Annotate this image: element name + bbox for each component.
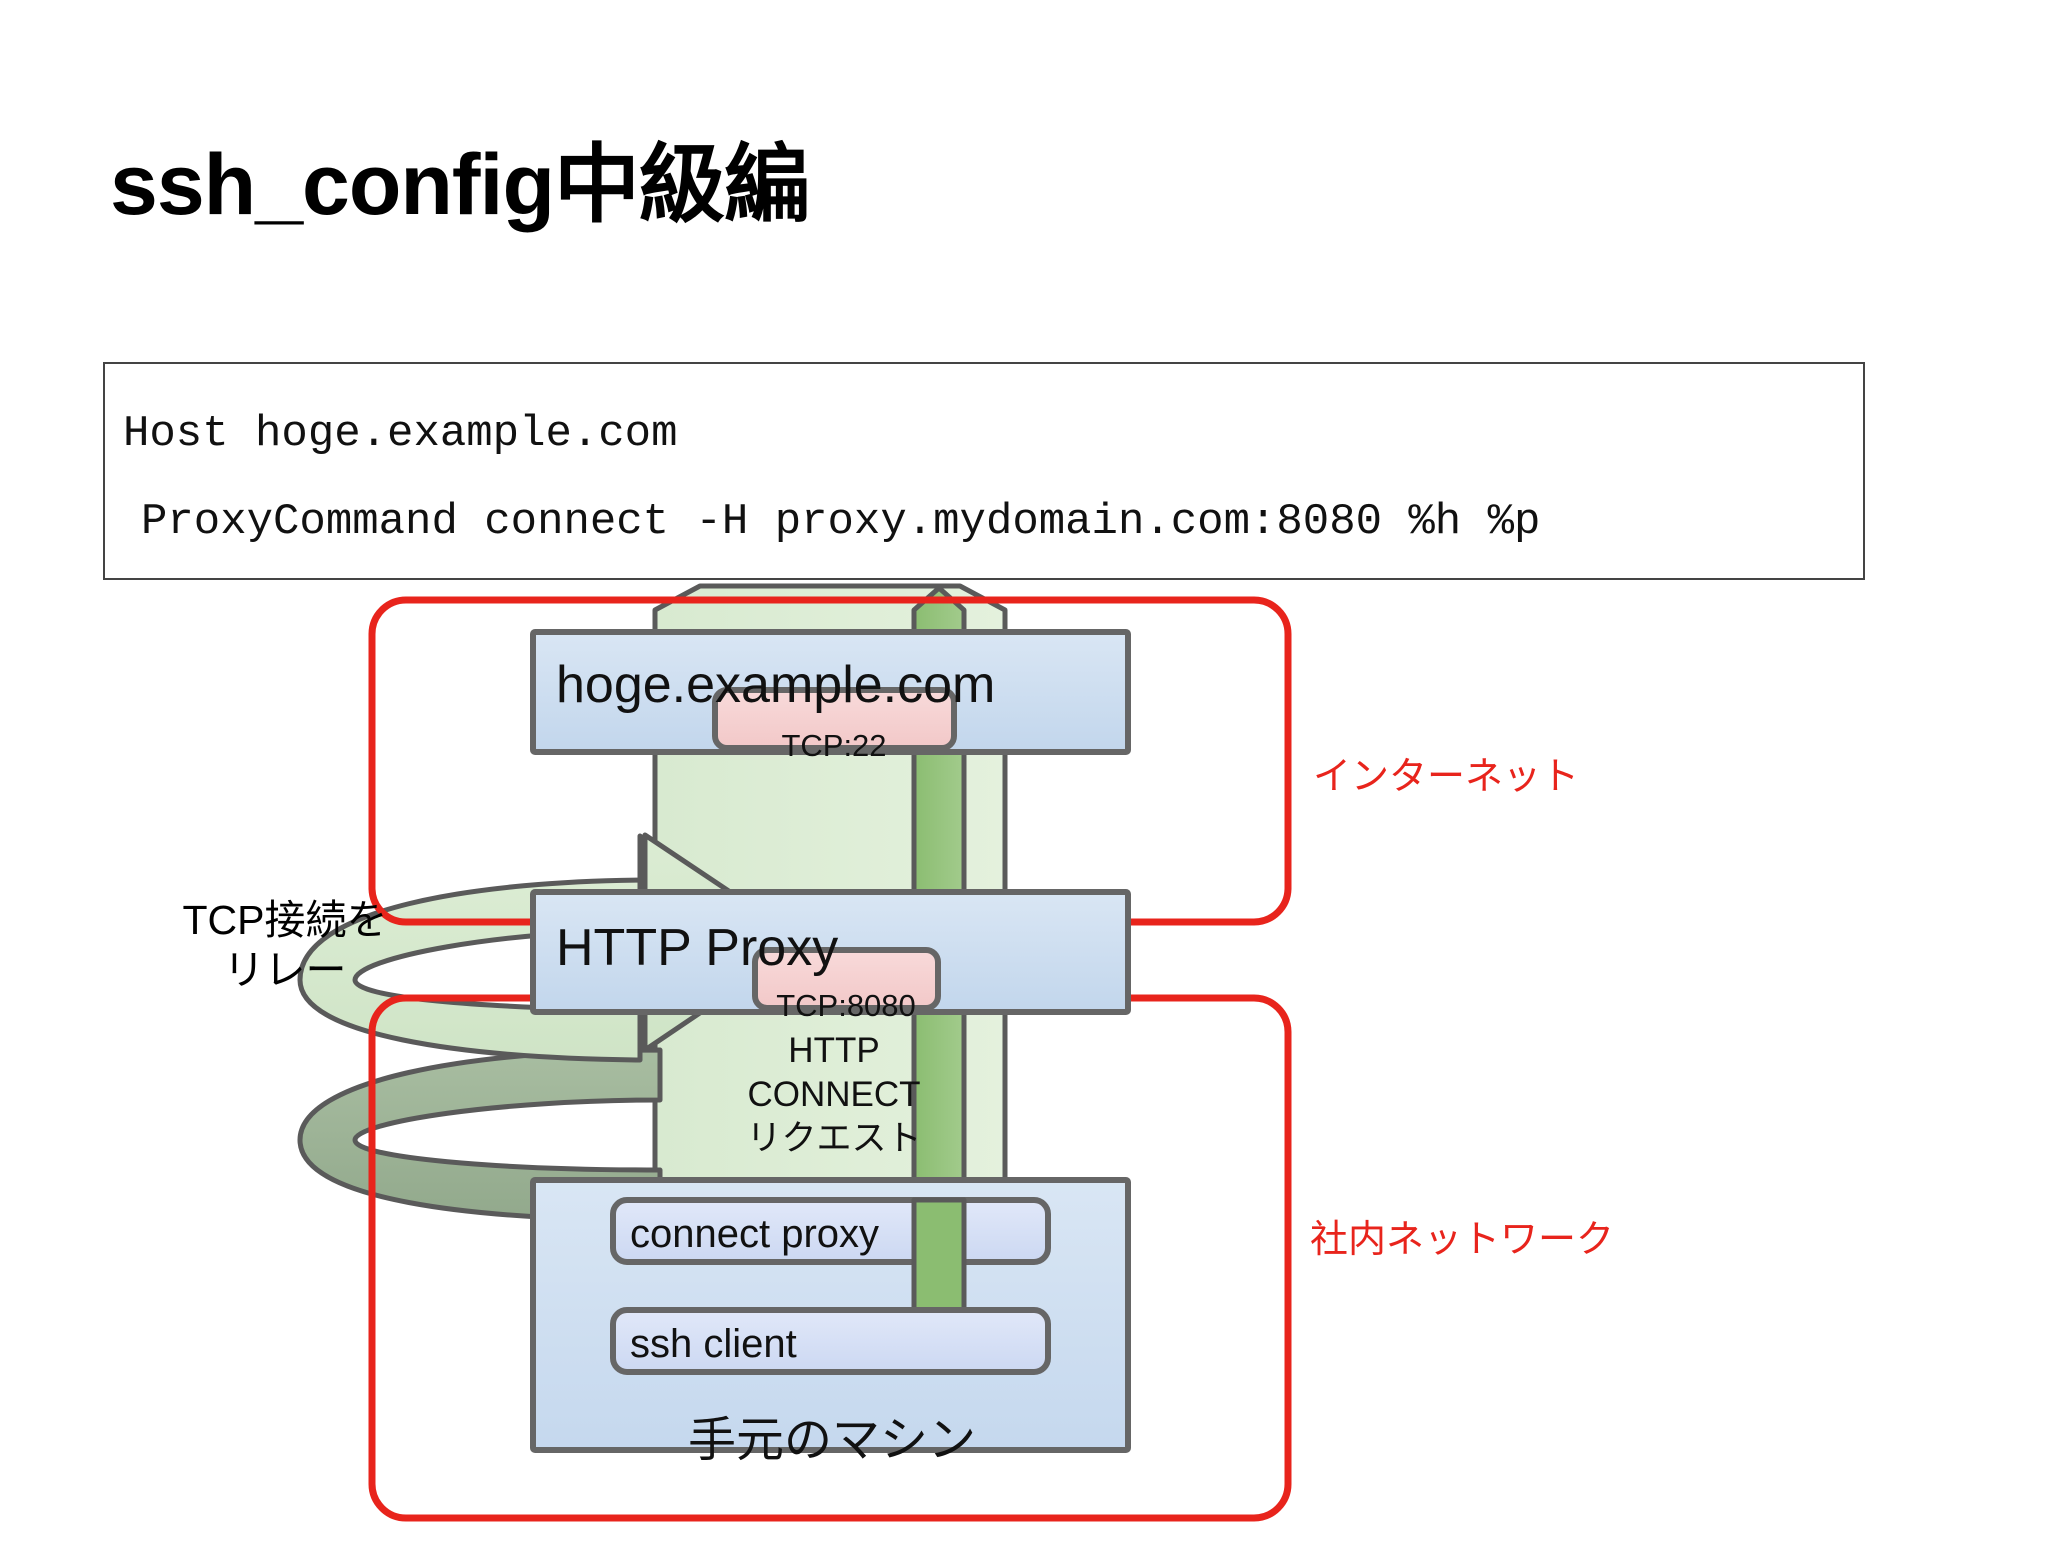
node-ssh-client-label: ssh client	[630, 1322, 797, 1366]
relay-annotation-line-1: TCP接続を	[182, 897, 388, 943]
port-badge-proxy	[752, 947, 941, 1011]
diagram-vector-layer	[297, 583, 1292, 1522]
relay-arrow-return	[297, 1047, 663, 1223]
connect-request-line-2: CONNECT	[747, 1074, 921, 1114]
node-http-proxy-label: HTTP Proxy	[556, 919, 839, 977]
node-remote-host-label: hoge.example.com	[556, 656, 996, 714]
page-title: ssh_config中級編	[110, 137, 810, 233]
port-badge-ssh	[712, 687, 957, 751]
zone-intranet-label: 社内ネットワーク	[1310, 1219, 1615, 1261]
node-connect-proxy-label: connect proxy	[630, 1212, 880, 1256]
port-badge-ssh-label: TCP:22	[781, 728, 887, 763]
zone-internet-label: インターネット	[1313, 756, 1580, 798]
code-line-proxycommand: ProxyCommand connect -H proxy.mydomain.c…	[141, 497, 1541, 547]
code-block: Host hoge.example.com ProxyCommand conne…	[103, 362, 1865, 580]
port-badge-proxy-label: TCP:8080	[776, 988, 916, 1023]
relay-annotation-line-2: リレー	[223, 947, 347, 994]
connect-request-line-1: HTTP	[788, 1031, 880, 1070]
code-line-host: Host hoge.example.com	[123, 409, 678, 459]
connect-request-line-3: リクエスト	[746, 1118, 922, 1158]
node-local-machine-label: 手元のマシン	[688, 1414, 977, 1467]
relay-annotation: TCP接続をリレー	[150, 895, 420, 995]
network-diagram	[0, 580, 2048, 1536]
